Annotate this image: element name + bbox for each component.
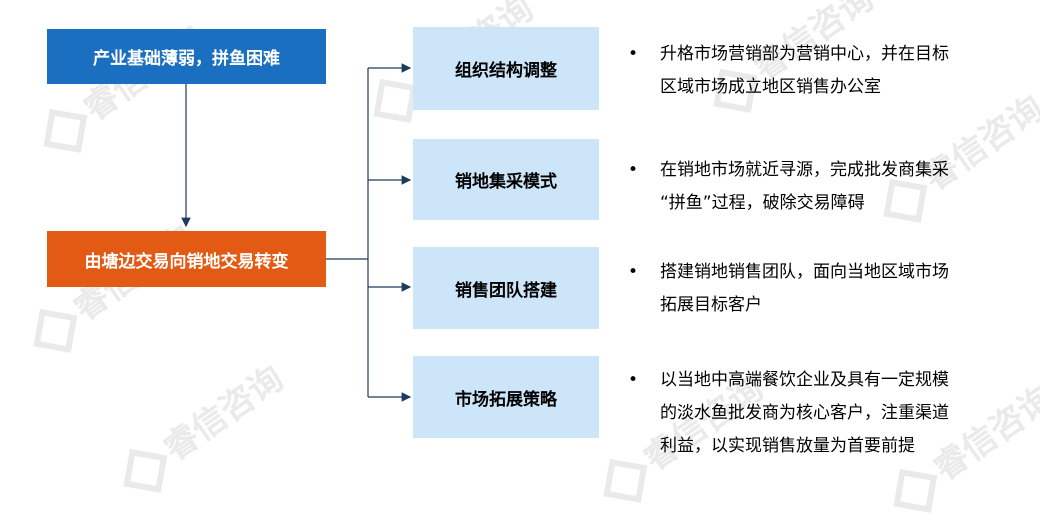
bullet-dot: •: [628, 44, 639, 64]
bullet-text-2: • 在销地市场就近寻源，完成批发商集采 “拼鱼”过程，破除交易障碍: [628, 154, 1028, 220]
branch-label: 销售团队搭建: [455, 280, 557, 301]
bullet-line: 的淡水鱼批发商为核心客户，注重渠道: [660, 403, 949, 423]
bullet-line: 以当地中高端餐饮企业及具有一定规模: [660, 370, 949, 390]
branch-box-2: 销地集采模式: [413, 139, 599, 220]
bullet-text-4: • 以当地中高端餐饮企业及具有一定规模 的淡水鱼批发商为核心客户，注重渠道 利益…: [628, 364, 1028, 463]
main-box-label: 由塘边交易向销地交易转变: [84, 251, 289, 272]
top-box: 产业基础薄弱，拼鱼困难: [47, 29, 326, 84]
bullet-line: 利益，以实现销售放量为首要前提: [660, 436, 915, 456]
bullet-line: 搭建销地销售团队，面向当地区域市场: [660, 262, 949, 282]
bullet-dot: •: [628, 370, 639, 390]
bullet-line: “拼鱼”过程，破除交易障碍: [660, 193, 865, 213]
bullet-line: 拓展目标客户: [660, 295, 762, 315]
branch-box-4: 市场拓展策略: [413, 356, 599, 438]
branch-box-3: 销售团队搭建: [413, 247, 599, 329]
branch-label: 组织结构调整: [455, 61, 557, 81]
branch-label: 市场拓展策略: [455, 389, 557, 410]
top-box-label: 产业基础薄弱，拼鱼困难: [93, 49, 280, 69]
bullet-line: 升格市场营销部为营销中心，并在目标: [660, 44, 949, 64]
branch-box-1: 组织结构调整: [413, 27, 599, 110]
bullet-line: 区域市场成立地区销售办公室: [660, 77, 881, 97]
bullet-dot: •: [628, 160, 639, 180]
main-box: 由塘边交易向销地交易转变: [47, 231, 326, 287]
bullet-text-1: • 升格市场营销部为营销中心，并在目标 区域市场成立地区销售办公室: [628, 38, 1028, 104]
branch-label: 销地集采模式: [455, 172, 557, 192]
bullet-line: 在销地市场就近寻源，完成批发商集采: [660, 160, 949, 180]
connector-lines: [181, 63, 412, 402]
bullet-dot: •: [628, 262, 639, 282]
bullet-text-3: • 搭建销地销售团队，面向当地区域市场 拓展目标客户: [628, 256, 1028, 322]
